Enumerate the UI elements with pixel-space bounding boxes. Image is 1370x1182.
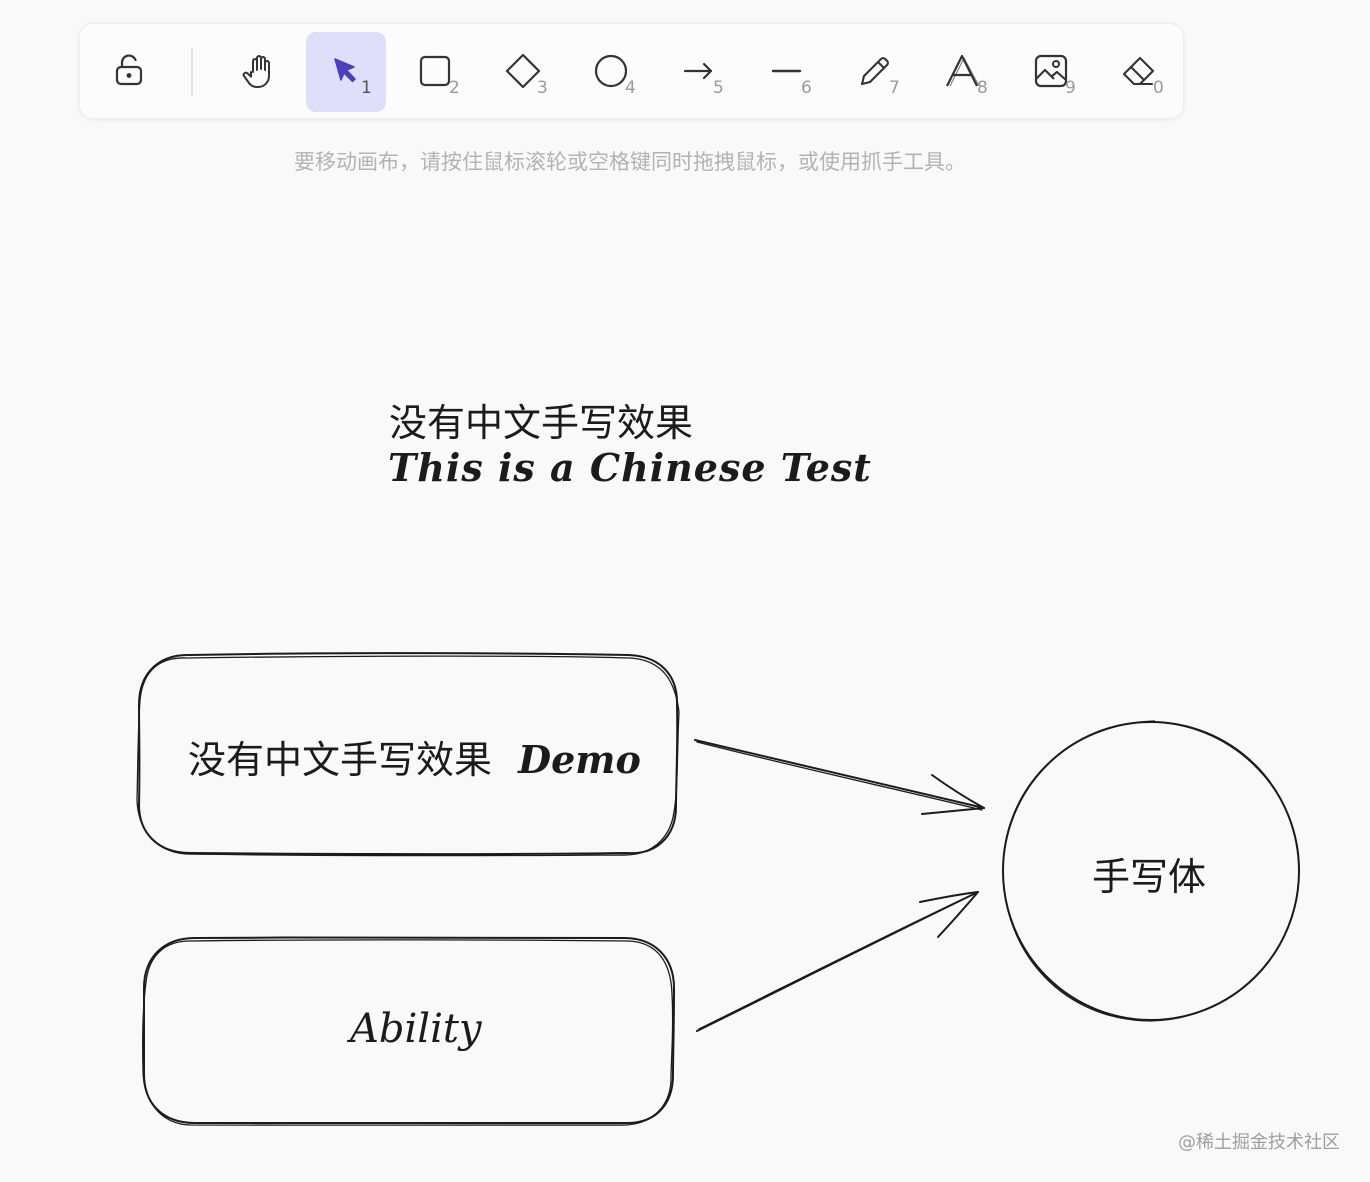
shortcut-key: 9 bbox=[1065, 78, 1076, 98]
eraser-tool-button[interactable]: 0 bbox=[1098, 32, 1178, 112]
arrow-tool-button[interactable]: 5 bbox=[658, 32, 738, 112]
canvas-text-line-1[interactable]: 没有中文手写效果 bbox=[389, 401, 694, 445]
eraser-icon bbox=[1122, 56, 1155, 86]
pencil-icon bbox=[860, 57, 889, 86]
shortcut-key: 0 bbox=[1153, 78, 1164, 98]
ellipse-tool-button[interactable]: 4 bbox=[570, 32, 650, 112]
shortcut-key: 4 bbox=[625, 78, 636, 98]
toolbar: 1 2 3 4 5 6 7 bbox=[79, 23, 1184, 119]
hand-tool-button[interactable] bbox=[218, 32, 298, 112]
circle-handwriting[interactable] bbox=[1002, 720, 1300, 1022]
box-demo-label: 没有中文手写效果 Demo bbox=[188, 729, 641, 784]
image-tool-button[interactable]: 9 bbox=[1010, 32, 1090, 112]
shortcut-key: 5 bbox=[713, 78, 724, 98]
text-tool-button[interactable]: 8 bbox=[922, 32, 1002, 112]
box-demo[interactable] bbox=[136, 652, 680, 857]
box-demo-cjk: 没有中文手写效果 bbox=[188, 738, 493, 782]
shortcut-key: 1 bbox=[361, 78, 372, 98]
rectangle-tool-button[interactable]: 2 bbox=[394, 32, 474, 112]
shortcut-key: 3 bbox=[537, 78, 548, 98]
rectangle-icon bbox=[419, 55, 451, 87]
diamond-icon bbox=[505, 53, 541, 89]
hand-icon bbox=[242, 55, 270, 88]
ellipse-icon bbox=[594, 54, 628, 88]
canvas-hint: 要移动画布，请按住鼠标滚轮或空格键同时拖拽鼠标，或使用抓手工具。 bbox=[294, 150, 966, 174]
lock-open-icon bbox=[115, 54, 143, 86]
arrow-ability-to-circle[interactable] bbox=[696, 891, 979, 1032]
shortcut-key: 8 bbox=[977, 78, 988, 98]
image-icon bbox=[1034, 54, 1068, 88]
box-demo-latin: Demo bbox=[518, 737, 641, 782]
lock-button[interactable] bbox=[89, 32, 169, 112]
watermark: @稀土掘金技术社区 bbox=[1178, 1132, 1340, 1153]
arrow-icon bbox=[683, 62, 713, 80]
line-icon bbox=[771, 69, 802, 73]
box-ability-label: Ability bbox=[350, 1006, 482, 1052]
shortcut-key: 6 bbox=[801, 78, 812, 98]
arrow-demo-to-circle[interactable] bbox=[694, 739, 985, 815]
draw-tool-button[interactable]: 7 bbox=[834, 32, 914, 112]
toolbar-divider bbox=[191, 48, 193, 96]
shortcut-key: 2 bbox=[449, 78, 460, 98]
circle-label: 手写体 bbox=[1092, 855, 1207, 899]
line-tool-button[interactable]: 6 bbox=[746, 32, 826, 112]
diamond-tool-button[interactable]: 3 bbox=[482, 32, 562, 112]
text-icon bbox=[946, 54, 980, 87]
box-ability[interactable] bbox=[141, 936, 676, 1127]
selection-tool-button[interactable]: 1 bbox=[306, 32, 386, 112]
pointer-icon bbox=[334, 58, 356, 83]
canvas-text-line-2[interactable]: This is a Chinese Test bbox=[388, 445, 872, 490]
shortcut-key: 7 bbox=[889, 78, 900, 98]
